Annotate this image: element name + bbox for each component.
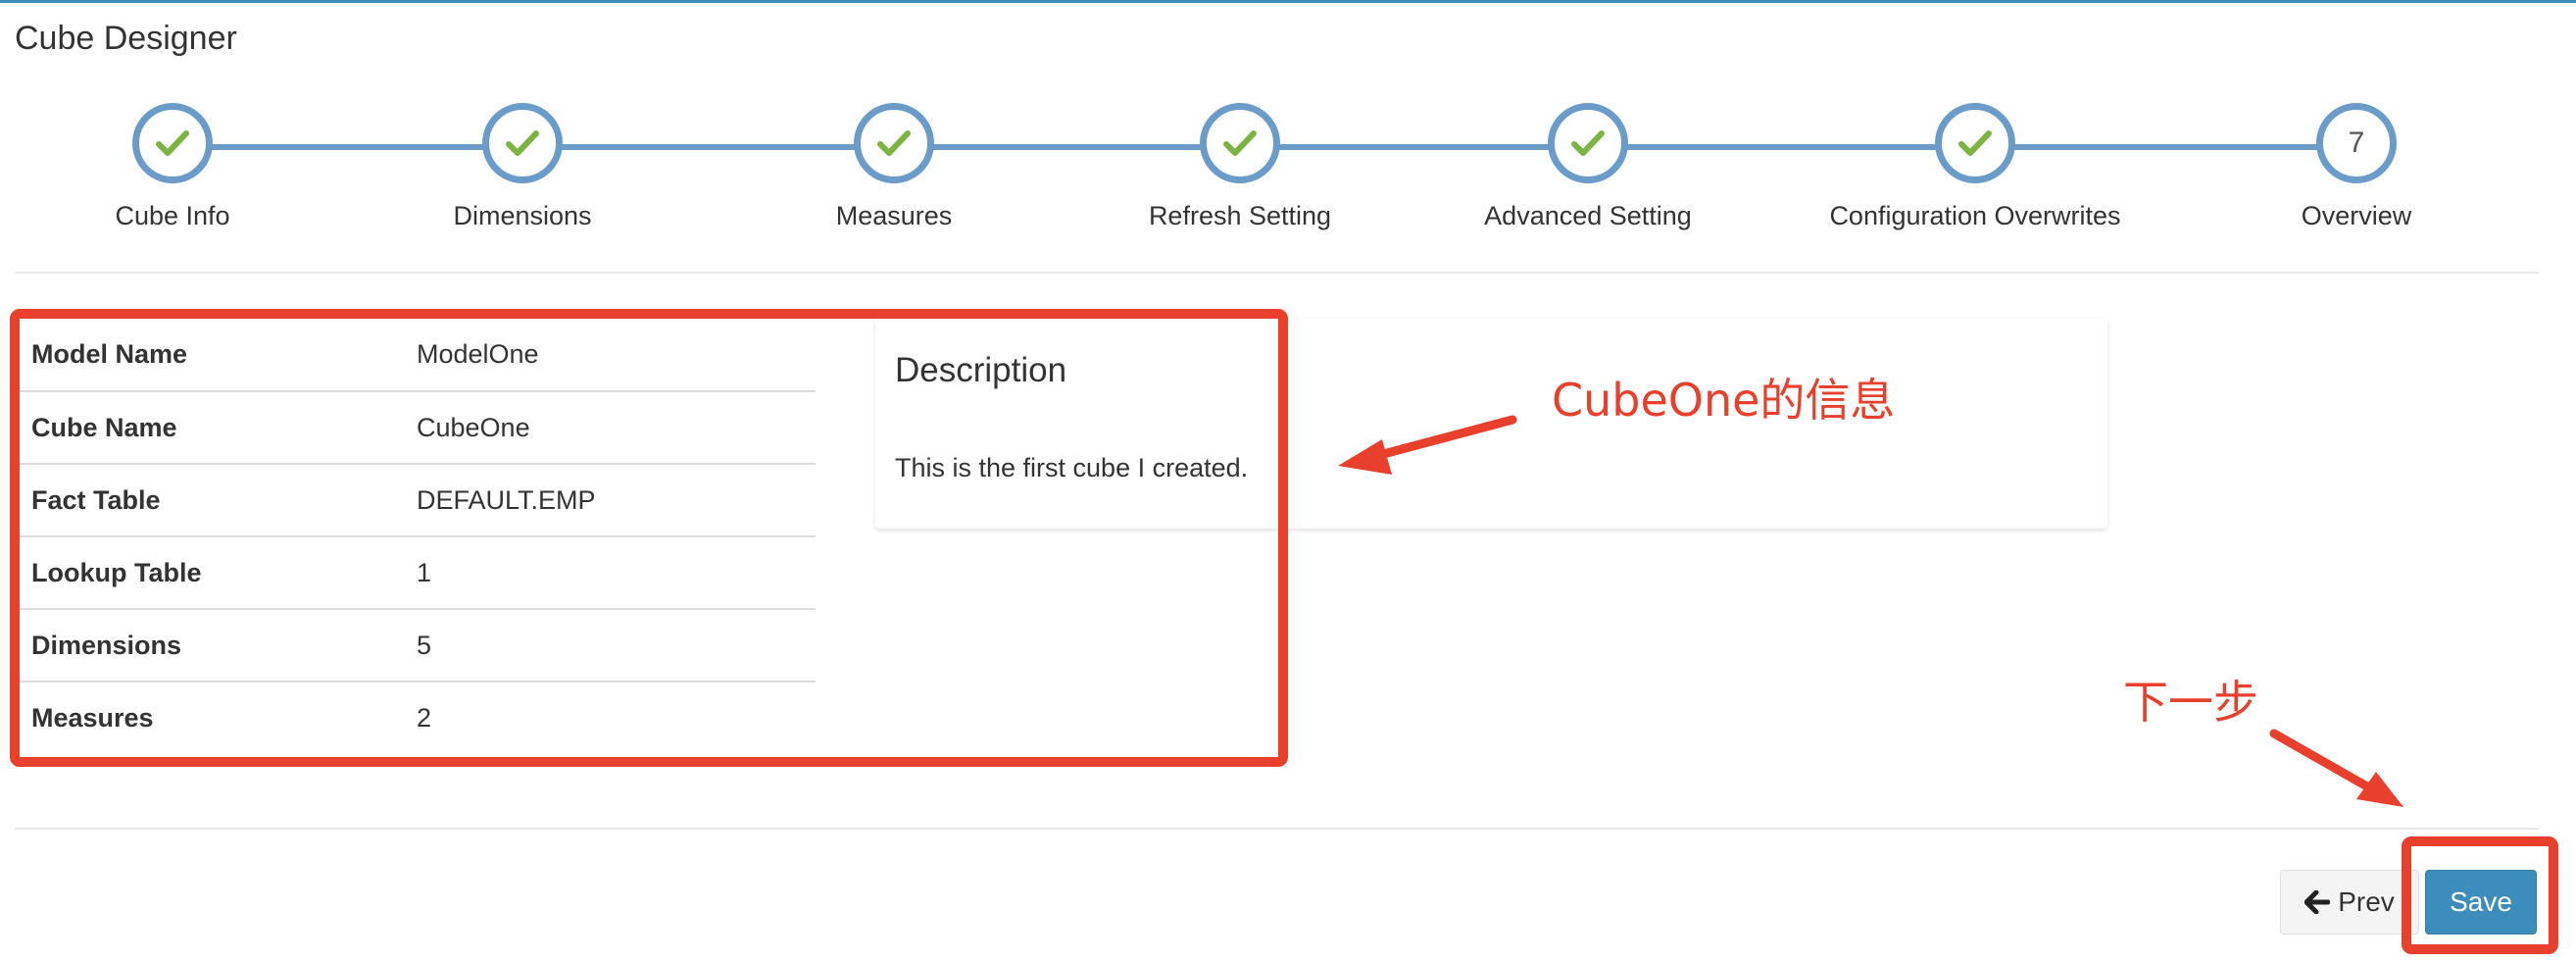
check-icon: [1571, 130, 1605, 156]
table-row: Dimensions 5: [20, 608, 816, 682]
step-label[interactable]: Dimensions: [453, 201, 592, 230]
step-circle[interactable]: [1548, 103, 1628, 183]
row-value: ModelOne: [417, 339, 539, 369]
step-advanced-setting[interactable]: Advanced Setting: [1392, 103, 1784, 231]
arrow-left-icon: [2304, 890, 2331, 914]
table-row: Model Name ModelOne: [20, 319, 816, 391]
step-label[interactable]: Measures: [835, 201, 953, 230]
step-configuration-overwrites[interactable]: Configuration Overwrites: [1779, 103, 2171, 231]
prev-label: Prev: [2338, 886, 2395, 917]
divider: [15, 272, 2539, 274]
table-row: Lookup Table 1: [20, 535, 816, 609]
step-overview[interactable]: 7 Overview: [2160, 103, 2552, 231]
check-icon: [1223, 130, 1257, 156]
step-circle-current[interactable]: 7: [2316, 103, 2397, 183]
step-number: 7: [2348, 126, 2365, 159]
annotation-arrow-info: [1367, 415, 1517, 462]
overview-table: Model Name ModelOne Cube Name CubeOne Fa…: [20, 319, 816, 754]
annotation-next-label: 下一步: [2123, 676, 2258, 729]
step-cube-info[interactable]: Cube Info: [0, 103, 369, 231]
top-accent-line: [0, 0, 2576, 3]
step-circle[interactable]: [482, 103, 563, 183]
check-icon: [506, 130, 539, 156]
step-label[interactable]: Cube Info: [115, 201, 230, 230]
save-button[interactable]: Save: [2425, 870, 2537, 935]
step-circle[interactable]: [1200, 103, 1280, 183]
wizard-stepper: Cube Info Dimensions Measures Refresh Se…: [0, 103, 2576, 230]
row-value: DEFAULT.EMP: [417, 463, 816, 536]
check-icon: [877, 130, 911, 156]
page-title: Cube Designer: [15, 20, 237, 57]
step-label[interactable]: Configuration Overwrites: [1829, 201, 2121, 230]
description-text: This is the first cube I created.: [895, 453, 1249, 482]
divider: [15, 828, 2539, 830]
annotation-arrowhead-info: [1338, 439, 1392, 475]
row-key: Measures: [20, 681, 417, 754]
row-key: Lookup Table: [20, 535, 417, 609]
step-label[interactable]: Advanced Setting: [1484, 201, 1692, 230]
check-icon: [1958, 130, 1992, 156]
row-value: 2: [417, 681, 816, 754]
step-label[interactable]: Refresh Setting: [1148, 201, 1332, 230]
row-key: Cube Name: [20, 390, 417, 464]
step-circle[interactable]: [854, 103, 934, 183]
save-label: Save: [2450, 886, 2512, 917]
row-value: CubeOne: [417, 390, 816, 464]
step-circle[interactable]: [1935, 103, 2015, 183]
step-measures[interactable]: Measures: [698, 103, 1090, 231]
check-icon: [156, 130, 189, 156]
step-dimensions[interactable]: Dimensions: [326, 103, 718, 231]
row-key: Dimensions: [20, 608, 417, 682]
annotation-box-save: [2402, 836, 2558, 954]
annotation-arrow-next: [2269, 729, 2377, 794]
table-row: Fact Table DEFAULT.EMP: [20, 463, 816, 536]
annotation-info-label: CubeOne的信息: [1552, 374, 1896, 427]
row-key: Model Name: [31, 339, 188, 369]
step-refresh-setting[interactable]: Refresh Setting: [1044, 103, 1436, 231]
step-label[interactable]: Overview: [2301, 201, 2412, 230]
table-row: Cube Name CubeOne: [20, 390, 816, 464]
table-row: Measures 2: [20, 681, 816, 754]
description-title: Description: [895, 351, 1067, 389]
step-circle[interactable]: [132, 103, 213, 183]
row-value: 1: [417, 535, 816, 609]
row-value: 5: [417, 608, 816, 682]
annotation-box-info: [10, 309, 1288, 767]
prev-button[interactable]: Prev: [2280, 870, 2419, 935]
annotation-arrowhead-next: [2356, 772, 2403, 807]
row-key: Fact Table: [20, 463, 417, 536]
